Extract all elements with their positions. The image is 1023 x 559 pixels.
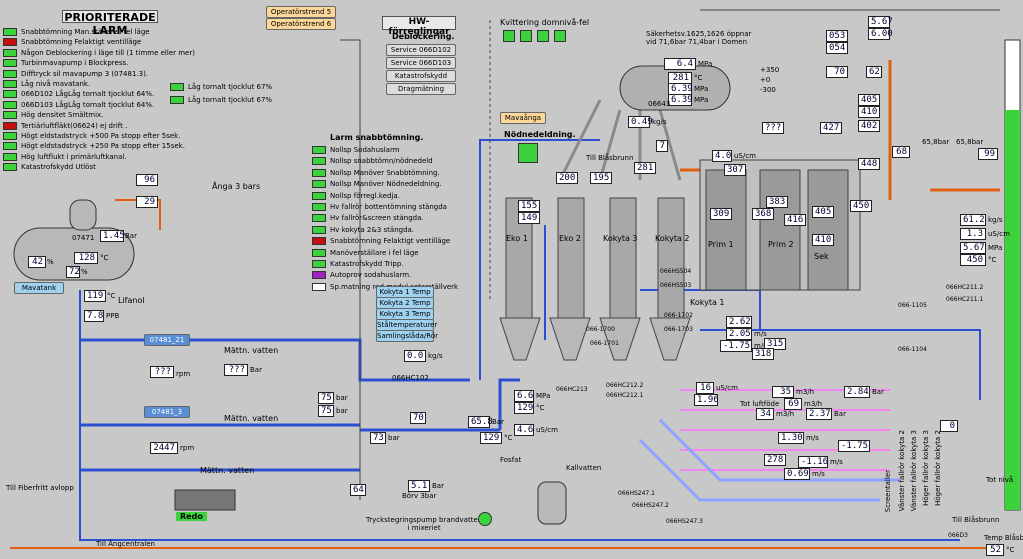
column-label: Prim 1 (708, 240, 734, 249)
mavaanga-button[interactable]: Mavaånga (500, 112, 546, 124)
column-label: Kokyta 1 (690, 298, 725, 307)
kvittering-indicator-1[interactable] (503, 30, 515, 42)
kvittering-label: Kvittering domnivå-fel (500, 18, 590, 27)
alarm-indicator (3, 48, 17, 57)
kvittering-indicator-4[interactable] (554, 30, 566, 42)
snabb-indicator (312, 237, 326, 246)
snabb-alarm-row: Autoprov sodahuslarm. (312, 270, 411, 280)
alarm-indicator (3, 100, 17, 109)
alarm-row: Hög luftflukt i primärluftkanal. (3, 152, 127, 162)
alarm-indicator (3, 80, 17, 88)
alarm-indicator (3, 132, 17, 140)
snabb-alarm-row: Manöverställare i fel läge (312, 248, 419, 258)
drum-pressure-1: 6.4 (664, 58, 696, 70)
ppb-value: 7.8 (84, 310, 104, 322)
alarm-indicator (3, 90, 17, 99)
alarm-indicator (3, 28, 17, 36)
pump-07481-3[interactable]: 07481_3 (144, 406, 190, 418)
kvittering-indicator-3[interactable] (537, 30, 549, 42)
alarm-panel-title: PRIORITERADE LARM (62, 10, 158, 37)
alarm-indicator (3, 121, 17, 130)
anga-p2: 29 (136, 196, 158, 208)
snabb-alarm-row: Nollsp Sodahuslarm (312, 145, 400, 155)
snabb-indicator (312, 260, 326, 268)
snabb-title: Larm snabbtömning. (330, 133, 424, 142)
mavatank-temp2: 119 (84, 290, 106, 302)
snabb-indicator (312, 282, 326, 291)
alarm-indicator (3, 163, 17, 172)
service-066d102-button[interactable]: Service 066D102 (386, 44, 456, 56)
operator-trend-6-button[interactable]: Operatörstrend 6 (266, 18, 336, 30)
snabb-alarm-row: Nollsp Manöver Nödnedeldning. (312, 179, 442, 189)
column-label: Eko 2 (559, 234, 581, 243)
column-label: Kokyta 2 (655, 234, 690, 243)
nodnedeldning-label: Nödnedeldning. (504, 130, 576, 139)
katastrofskydd-button[interactable]: Katastrofskydd (386, 70, 456, 82)
alarm-row: Tertiärluftfläkt(06624) ej drift . (3, 121, 127, 131)
mavatank-level: 1.45 (100, 230, 125, 242)
mavatank-pct: 42 (28, 256, 46, 268)
alarm-right-1: Låg tornalt tjocklut 67% (170, 82, 272, 92)
alarm-indicator (3, 152, 17, 161)
snabb-alarm-row: Nollsp Manöver Snabbtömning. (312, 168, 440, 178)
column-label: Eko 1 (506, 234, 528, 243)
snabb-alarm-row: Hv fallrör bottentömning stängda (312, 202, 447, 212)
anga-p1: 96 (136, 174, 158, 186)
snabb-alarm-row: Snabbtömning Felaktigt ventilläge (312, 236, 450, 246)
alarm-row: Snabbtömning Man.ställare i fel läge (3, 27, 150, 37)
safety-valve-info: Säkerhetsv.1625,1626 öppnar vid 71,6bar … (646, 30, 752, 46)
redo-label: Redo (176, 512, 207, 521)
snabb-indicator (312, 214, 326, 223)
snabb-alarm-row: Nollsp förregl.kedja. (312, 191, 400, 201)
alarm-row: Någon Deblockering i läge till (1 timme … (3, 48, 195, 58)
snabb-indicator (312, 180, 326, 189)
column-label: Kokyta 3 (603, 234, 638, 243)
snabb-indicator (312, 157, 326, 166)
snabb-indicator (312, 248, 326, 257)
snabb-indicator (312, 225, 326, 234)
alarm-indicator (3, 111, 17, 120)
alarm-row: Högt eldstadstryck +250 Pa stopp efter 1… (3, 141, 185, 151)
alarm-row: Katastrofskydd Utlöst (3, 162, 96, 172)
brandvatten-pump-indicator[interactable] (478, 512, 492, 526)
alarm-row: Hög densitet Smältmix. (3, 110, 103, 120)
alarm-indicator (3, 59, 17, 68)
column-label: Prim 2 (768, 240, 794, 249)
alarm-row: Högt eldstadstryck +500 Pa stopp efter 5… (3, 131, 180, 141)
alarm-row: 066D102 LågLåg tornalt tjocklut 64%. (3, 89, 154, 99)
pump-07481-21[interactable]: 07481_21 (144, 334, 190, 346)
temp-button[interactable]: Samlingslåda/Rör (376, 330, 439, 342)
snabb-indicator (312, 146, 326, 154)
alarm-row: Snabbtömning Felaktigt ventilläge (3, 37, 141, 47)
operator-trend-5-button[interactable]: Operatörstrend 5 (266, 6, 336, 18)
alarm-row: Låg nivå mavatank. (3, 79, 90, 89)
deblock-label: Deblockering. (392, 32, 455, 41)
alarm-row: Turbinmavapump i Blockpress. (3, 58, 128, 68)
snabb-alarm-row: Hv kokyta 2&3 stängda. (312, 225, 414, 235)
mavatank-pct2: 72 (66, 266, 80, 278)
service-066d103-button[interactable]: Service 066D103 (386, 57, 456, 69)
mavatank-temp: 128 (74, 252, 98, 264)
mavatank-label[interactable]: Mavatank (14, 282, 64, 294)
alarm-right-2: Låg tornalt tjocklut 67% (170, 95, 272, 105)
alarm-row: Difftryck sil mavapump 3 (07481.3). (3, 69, 148, 79)
snabb-alarm-row: Hv fallrör&screen stängda. (312, 213, 424, 223)
alarm-row: 066D103 LågLåg tornalt tjocklut 64%. (3, 100, 154, 110)
alarm-indicator (3, 142, 17, 151)
kvittering-indicator-2[interactable] (520, 30, 532, 42)
snabb-indicator (312, 168, 326, 177)
snabb-alarm-row: Katastrofskydd Tripp. (312, 259, 404, 269)
hw-interlocks-title[interactable]: HW-förreglingar (382, 16, 456, 37)
snabb-indicator (312, 203, 326, 211)
snabb-indicator (312, 271, 326, 280)
drum-pressure-3: 6.39 (668, 94, 693, 106)
snabb-alarm-row: Nollsp snabbtömn/nödnedeld (312, 156, 433, 166)
snabb-indicator (312, 191, 326, 200)
alarm-indicator (3, 69, 17, 78)
dragmatning-button[interactable]: Dragmätning (386, 83, 456, 95)
alarm-indicator (3, 38, 17, 47)
nodnedeldning-button[interactable] (518, 143, 538, 163)
column-label: Sek (814, 252, 829, 261)
